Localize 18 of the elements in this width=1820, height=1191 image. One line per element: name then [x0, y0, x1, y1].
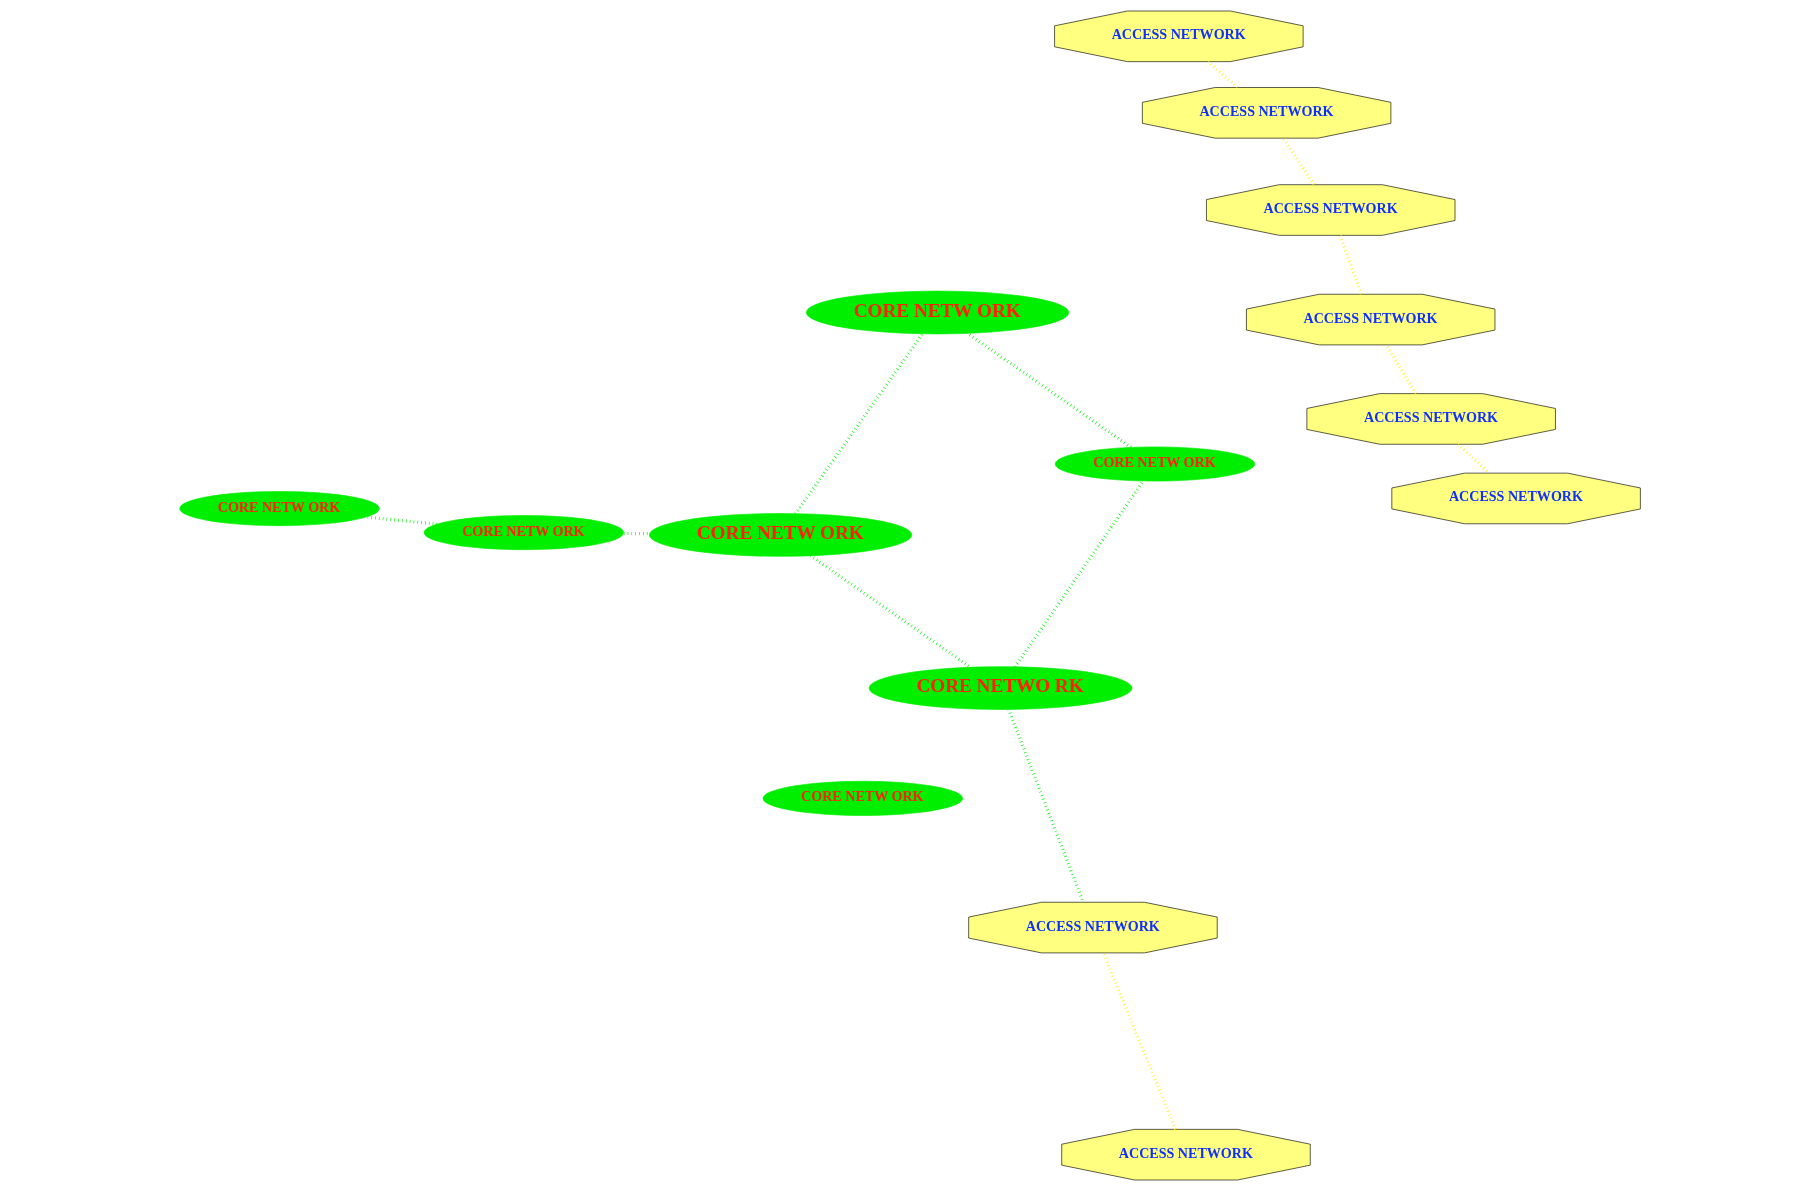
- connector: [809, 554, 972, 669]
- node-ellipse: CORE NETW ORK: [179, 491, 380, 526]
- connector: [1338, 234, 1363, 295]
- node-ellipse: CORE NETWO RK: [868, 666, 1133, 710]
- connector: [366, 515, 438, 526]
- node-ellipse: CORE NETW ORK: [762, 780, 963, 816]
- connector: [1206, 60, 1239, 89]
- connector: [1384, 344, 1418, 395]
- node-ellipse: CORE NETW ORK: [649, 513, 913, 557]
- connector: [1007, 708, 1085, 903]
- node-ellipse: CORE NETW ORK: [1054, 446, 1256, 482]
- node-ellipse: CORE NETW ORK: [423, 515, 624, 550]
- connector: [794, 332, 924, 515]
- connector: [1282, 137, 1316, 186]
- node-ellipse: CORE NETW ORK: [806, 290, 1070, 335]
- connector: [966, 331, 1132, 449]
- connector: [1013, 480, 1145, 668]
- connector: [1101, 952, 1178, 1130]
